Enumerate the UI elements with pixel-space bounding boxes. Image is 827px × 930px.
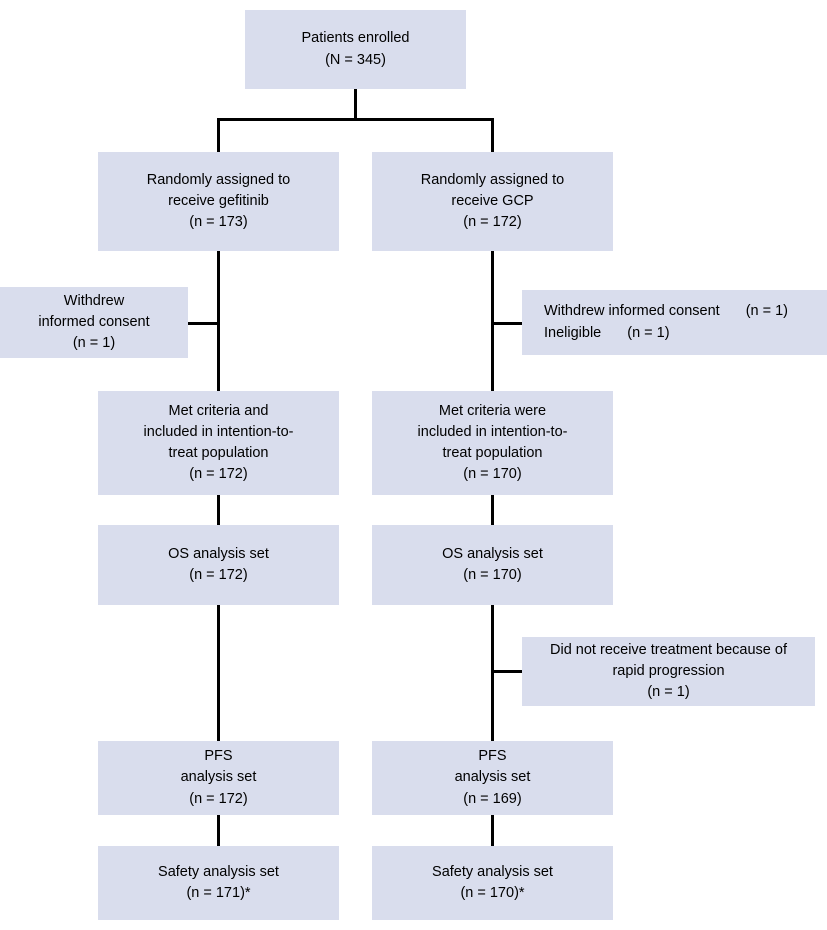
node-gcp-pfs-line1: PFS bbox=[478, 748, 507, 765]
node-gefitinib-os-line2: (n = 172) bbox=[189, 567, 248, 583]
connector-enrolled-stem bbox=[354, 88, 357, 120]
node-gcp-itt-line4: (n = 170) bbox=[463, 466, 522, 483]
node-gcp-assigned-line1: Randomly assigned to bbox=[420, 171, 565, 188]
node-gefitinib-withdrew-line2: informed consent bbox=[38, 313, 150, 330]
node-gefitinib-safety-line2: (n = 171)* bbox=[186, 885, 251, 901]
node-gcp-exclusion-count-2: (n = 1) bbox=[627, 324, 670, 341]
node-gcp-not-treated: Did not receive treatment because of rap… bbox=[522, 637, 815, 706]
connector-gefitinib-withdrew-branch bbox=[188, 322, 220, 325]
node-gcp-assigned-line2: receive GCP bbox=[451, 192, 534, 209]
node-gefitinib-assigned: Randomly assigned to receive gefitinib (… bbox=[98, 152, 339, 251]
connector-gcp-exclusions-branch bbox=[491, 322, 523, 325]
connector-gefitinib-os-to-pfs bbox=[217, 605, 220, 741]
node-patients-enrolled-line2: (N = 345) bbox=[325, 51, 386, 68]
connector-bar-to-gefitinib bbox=[217, 118, 220, 153]
connector-gcp-os-to-pfs bbox=[491, 605, 494, 741]
node-gcp-exclusion-row: Ineligible (n = 1) bbox=[544, 323, 827, 344]
node-gefitinib-pfs: PFS analysis set (n = 172) bbox=[98, 741, 339, 815]
connector-gefitinib-pfs-to-safety bbox=[217, 814, 220, 846]
node-gefitinib-itt: Met criteria and included in intention-t… bbox=[98, 391, 339, 495]
node-gcp-os-line1: OS analysis set bbox=[442, 545, 543, 562]
node-gcp-not-treated-line2: rapid progression bbox=[612, 662, 725, 679]
node-gcp-pfs-line2: analysis set bbox=[454, 769, 531, 786]
connector-randomization-bar bbox=[217, 118, 494, 121]
node-gefitinib-itt-line1: Met criteria and bbox=[168, 402, 269, 419]
node-gcp-itt-line2: included in intention-to- bbox=[417, 423, 568, 440]
node-gcp-exclusion-row: Withdrew informed consent (n = 1) bbox=[544, 301, 827, 322]
node-gcp-not-treated-line1: Did not receive treatment because of bbox=[550, 641, 787, 658]
node-gefitinib-assigned-line1: Randomly assigned to bbox=[146, 171, 291, 188]
node-gcp-exclusions: Withdrew informed consent (n = 1) Inelig… bbox=[522, 290, 827, 355]
node-gcp-safety-line2: (n = 170)* bbox=[460, 885, 525, 901]
connector-gcp-pfs-to-safety bbox=[491, 814, 494, 846]
node-gcp-not-treated-line3: (n = 1) bbox=[647, 684, 690, 700]
node-gefitinib-safety-line1: Safety analysis set bbox=[158, 863, 279, 880]
node-gcp-os: OS analysis set (n = 170) bbox=[372, 525, 613, 605]
node-gcp-exclusion-label-1: Withdrew informed consent bbox=[544, 303, 720, 320]
node-gcp-exclusion-label-2: Ineligible bbox=[544, 324, 602, 341]
node-gcp-pfs-line3: (n = 169) bbox=[463, 790, 522, 807]
node-gcp-itt: Met criteria were included in intention-… bbox=[372, 391, 613, 495]
node-gefitinib-itt-line3: treat population bbox=[168, 445, 269, 461]
node-gefitinib-os-line1: OS analysis set bbox=[168, 545, 269, 562]
connector-bar-to-gcp bbox=[491, 118, 494, 153]
node-gefitinib-pfs-line3: (n = 172) bbox=[189, 790, 248, 807]
node-gcp-os-line2: (n = 170) bbox=[463, 567, 522, 583]
connector-gefitinib-assigned-to-itt bbox=[217, 250, 220, 391]
node-gcp-exclusion-count-1: (n = 1) bbox=[745, 303, 788, 320]
connector-gcp-itt-to-os bbox=[491, 495, 494, 525]
node-gefitinib-withdrew-line3: (n = 1) bbox=[72, 335, 116, 351]
node-patients-enrolled-line1: Patients enrolled bbox=[301, 30, 410, 47]
node-gefitinib-assigned-line2: receive gefitinib bbox=[168, 192, 269, 209]
connector-gcp-assigned-to-itt bbox=[491, 250, 494, 391]
node-gefitinib-os: OS analysis set (n = 172) bbox=[98, 525, 339, 605]
node-gcp-assigned-line3: (n = 172) bbox=[463, 214, 522, 230]
node-gefitinib-itt-line4: (n = 172) bbox=[189, 466, 248, 483]
connector-gcp-not-treated-branch bbox=[491, 670, 523, 673]
node-gefitinib-withdrew: Withdrew informed consent (n = 1) bbox=[0, 287, 188, 358]
node-gefitinib-safety: Safety analysis set (n = 171)* bbox=[98, 846, 339, 920]
node-gcp-itt-line1: Met criteria were bbox=[438, 402, 547, 419]
node-gefitinib-withdrew-line1: Withdrew bbox=[63, 292, 125, 309]
node-gefitinib-itt-line2: included in intention-to- bbox=[143, 423, 294, 440]
node-gcp-safety-line1: Safety analysis set bbox=[432, 863, 553, 880]
node-gefitinib-assigned-line3: (n = 173) bbox=[189, 214, 248, 230]
node-gefitinib-pfs-line2: analysis set bbox=[180, 769, 257, 786]
node-gefitinib-pfs-line1: PFS bbox=[204, 748, 233, 765]
connector-gefitinib-itt-to-os bbox=[217, 495, 220, 525]
node-gcp-safety: Safety analysis set (n = 170)* bbox=[372, 846, 613, 920]
node-gcp-itt-line3: treat population bbox=[442, 445, 543, 461]
node-patients-enrolled: Patients enrolled (N = 345) bbox=[245, 10, 466, 89]
node-gcp-assigned: Randomly assigned to receive GCP (n = 17… bbox=[372, 152, 613, 251]
node-gcp-pfs: PFS analysis set (n = 169) bbox=[372, 741, 613, 815]
